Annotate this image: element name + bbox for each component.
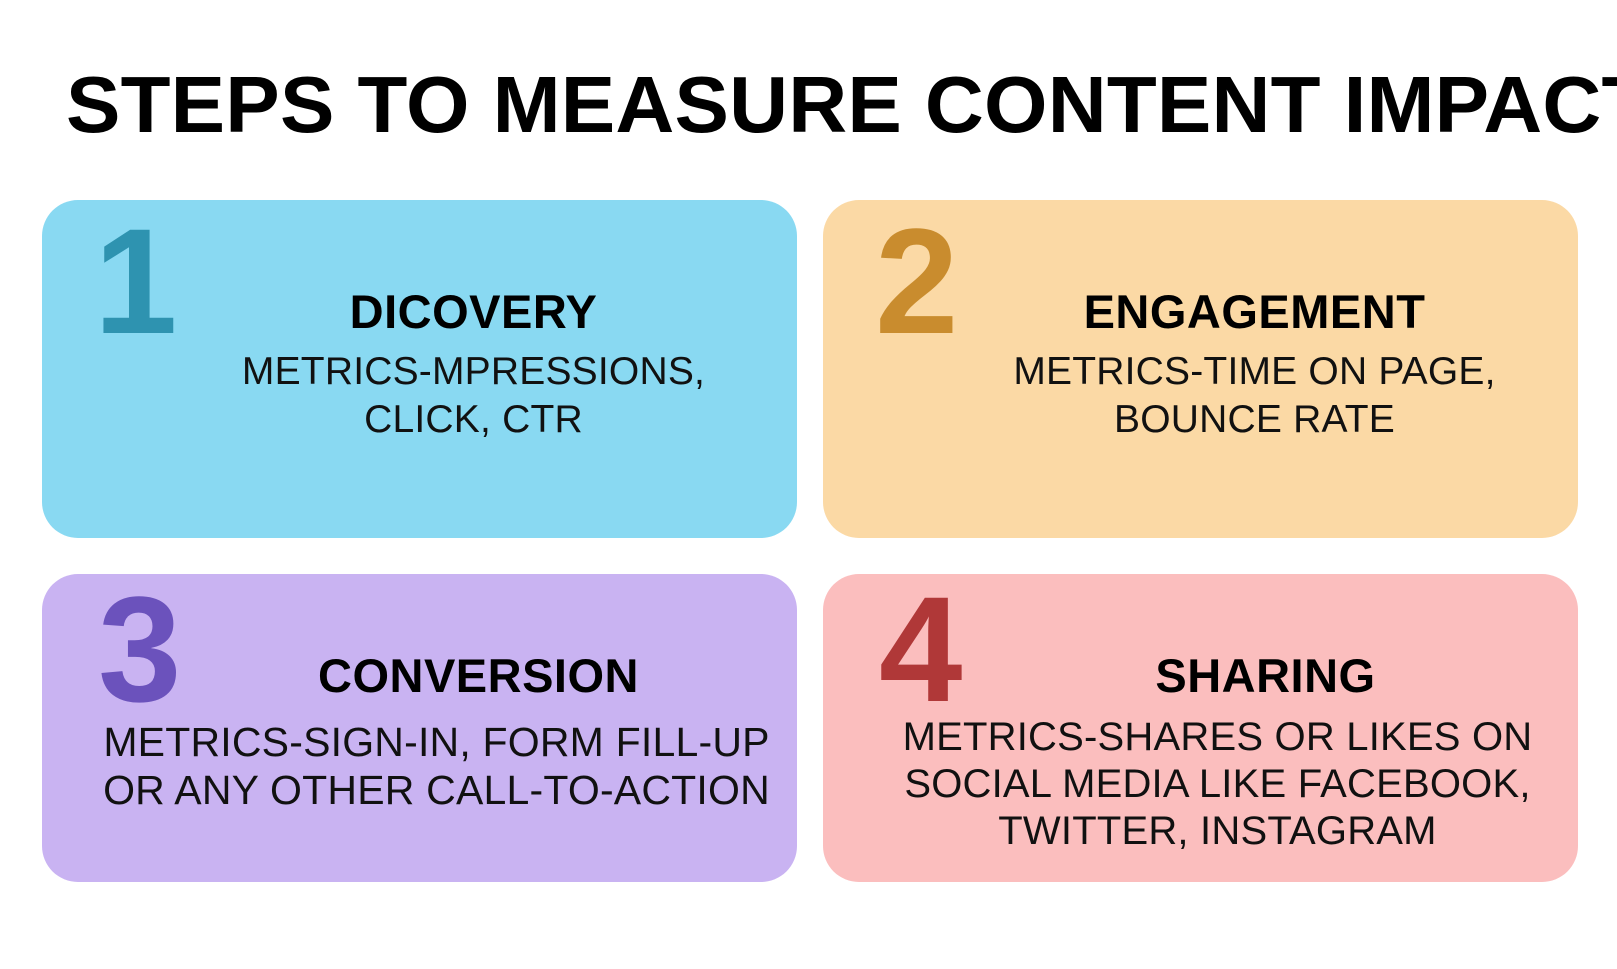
- page-title: STEPS TO MEASURE CONTENT IMPACT: [66, 60, 1617, 149]
- step-card-1-inner: 1 DICOVERY METRICS-MPRESSIONS, CLICK, CT…: [42, 200, 797, 538]
- step-card-3-inner: 3 CONVERSION METRICS-SIGN-IN, FORM FILL-…: [42, 574, 797, 882]
- step-heading-2: ENGAGEMENT: [1083, 285, 1426, 338]
- step-card-1[interactable]: 1 DICOVERY METRICS-MPRESSIONS, CLICK, CT…: [42, 200, 797, 538]
- step-card-3[interactable]: 3 CONVERSION METRICS-SIGN-IN, FORM FILL-…: [42, 574, 797, 882]
- steps-grid: 1 DICOVERY METRICS-MPRESSIONS, CLICK, CT…: [42, 200, 1578, 882]
- step-card-2-inner: 2 ENGAGEMENT METRICS-TIME ON PAGE, BOUNC…: [823, 200, 1578, 538]
- step-card-3-text: CONVERSION METRICS-SIGN-IN, FORM FILL-UP…: [98, 650, 775, 814]
- step-card-4-text: SHARING METRICS-SHARES OR LIKES ON SOCIA…: [879, 650, 1556, 855]
- step-body-1: METRICS-MPRESSIONS, CLICK, CTR: [241, 350, 706, 441]
- step-heading-3: CONVERSION: [318, 649, 639, 702]
- step-card-4[interactable]: 4 SHARING METRICS-SHARES OR LIKES ON SOC…: [823, 574, 1578, 882]
- step-card-4-inner: 4 SHARING METRICS-SHARES OR LIKES ON SOC…: [823, 574, 1578, 882]
- step-number-1: 1: [94, 200, 177, 365]
- step-body-3: METRICS-SIGN-IN, FORM FILL-UP OR ANY OTH…: [103, 719, 770, 813]
- step-number-2: 2: [875, 200, 958, 365]
- step-card-2-text: ENGAGEMENT METRICS-TIME ON PAGE, BOUNCE …: [949, 286, 1560, 444]
- step-body-2: METRICS-TIME ON PAGE, BOUNCE RATE: [1013, 350, 1496, 441]
- step-card-1-text: DICOVERY METRICS-MPRESSIONS, CLICK, CTR: [168, 286, 779, 444]
- step-number-4: 4: [879, 574, 962, 733]
- step-card-2[interactable]: 2 ENGAGEMENT METRICS-TIME ON PAGE, BOUNC…: [823, 200, 1578, 538]
- step-number-3: 3: [98, 574, 181, 733]
- step-heading-1: DICOVERY: [349, 285, 598, 338]
- step-body-4: METRICS-SHARES OR LIKES ON SOCIAL MEDIA …: [902, 715, 1533, 853]
- step-heading-4: SHARING: [1155, 649, 1376, 702]
